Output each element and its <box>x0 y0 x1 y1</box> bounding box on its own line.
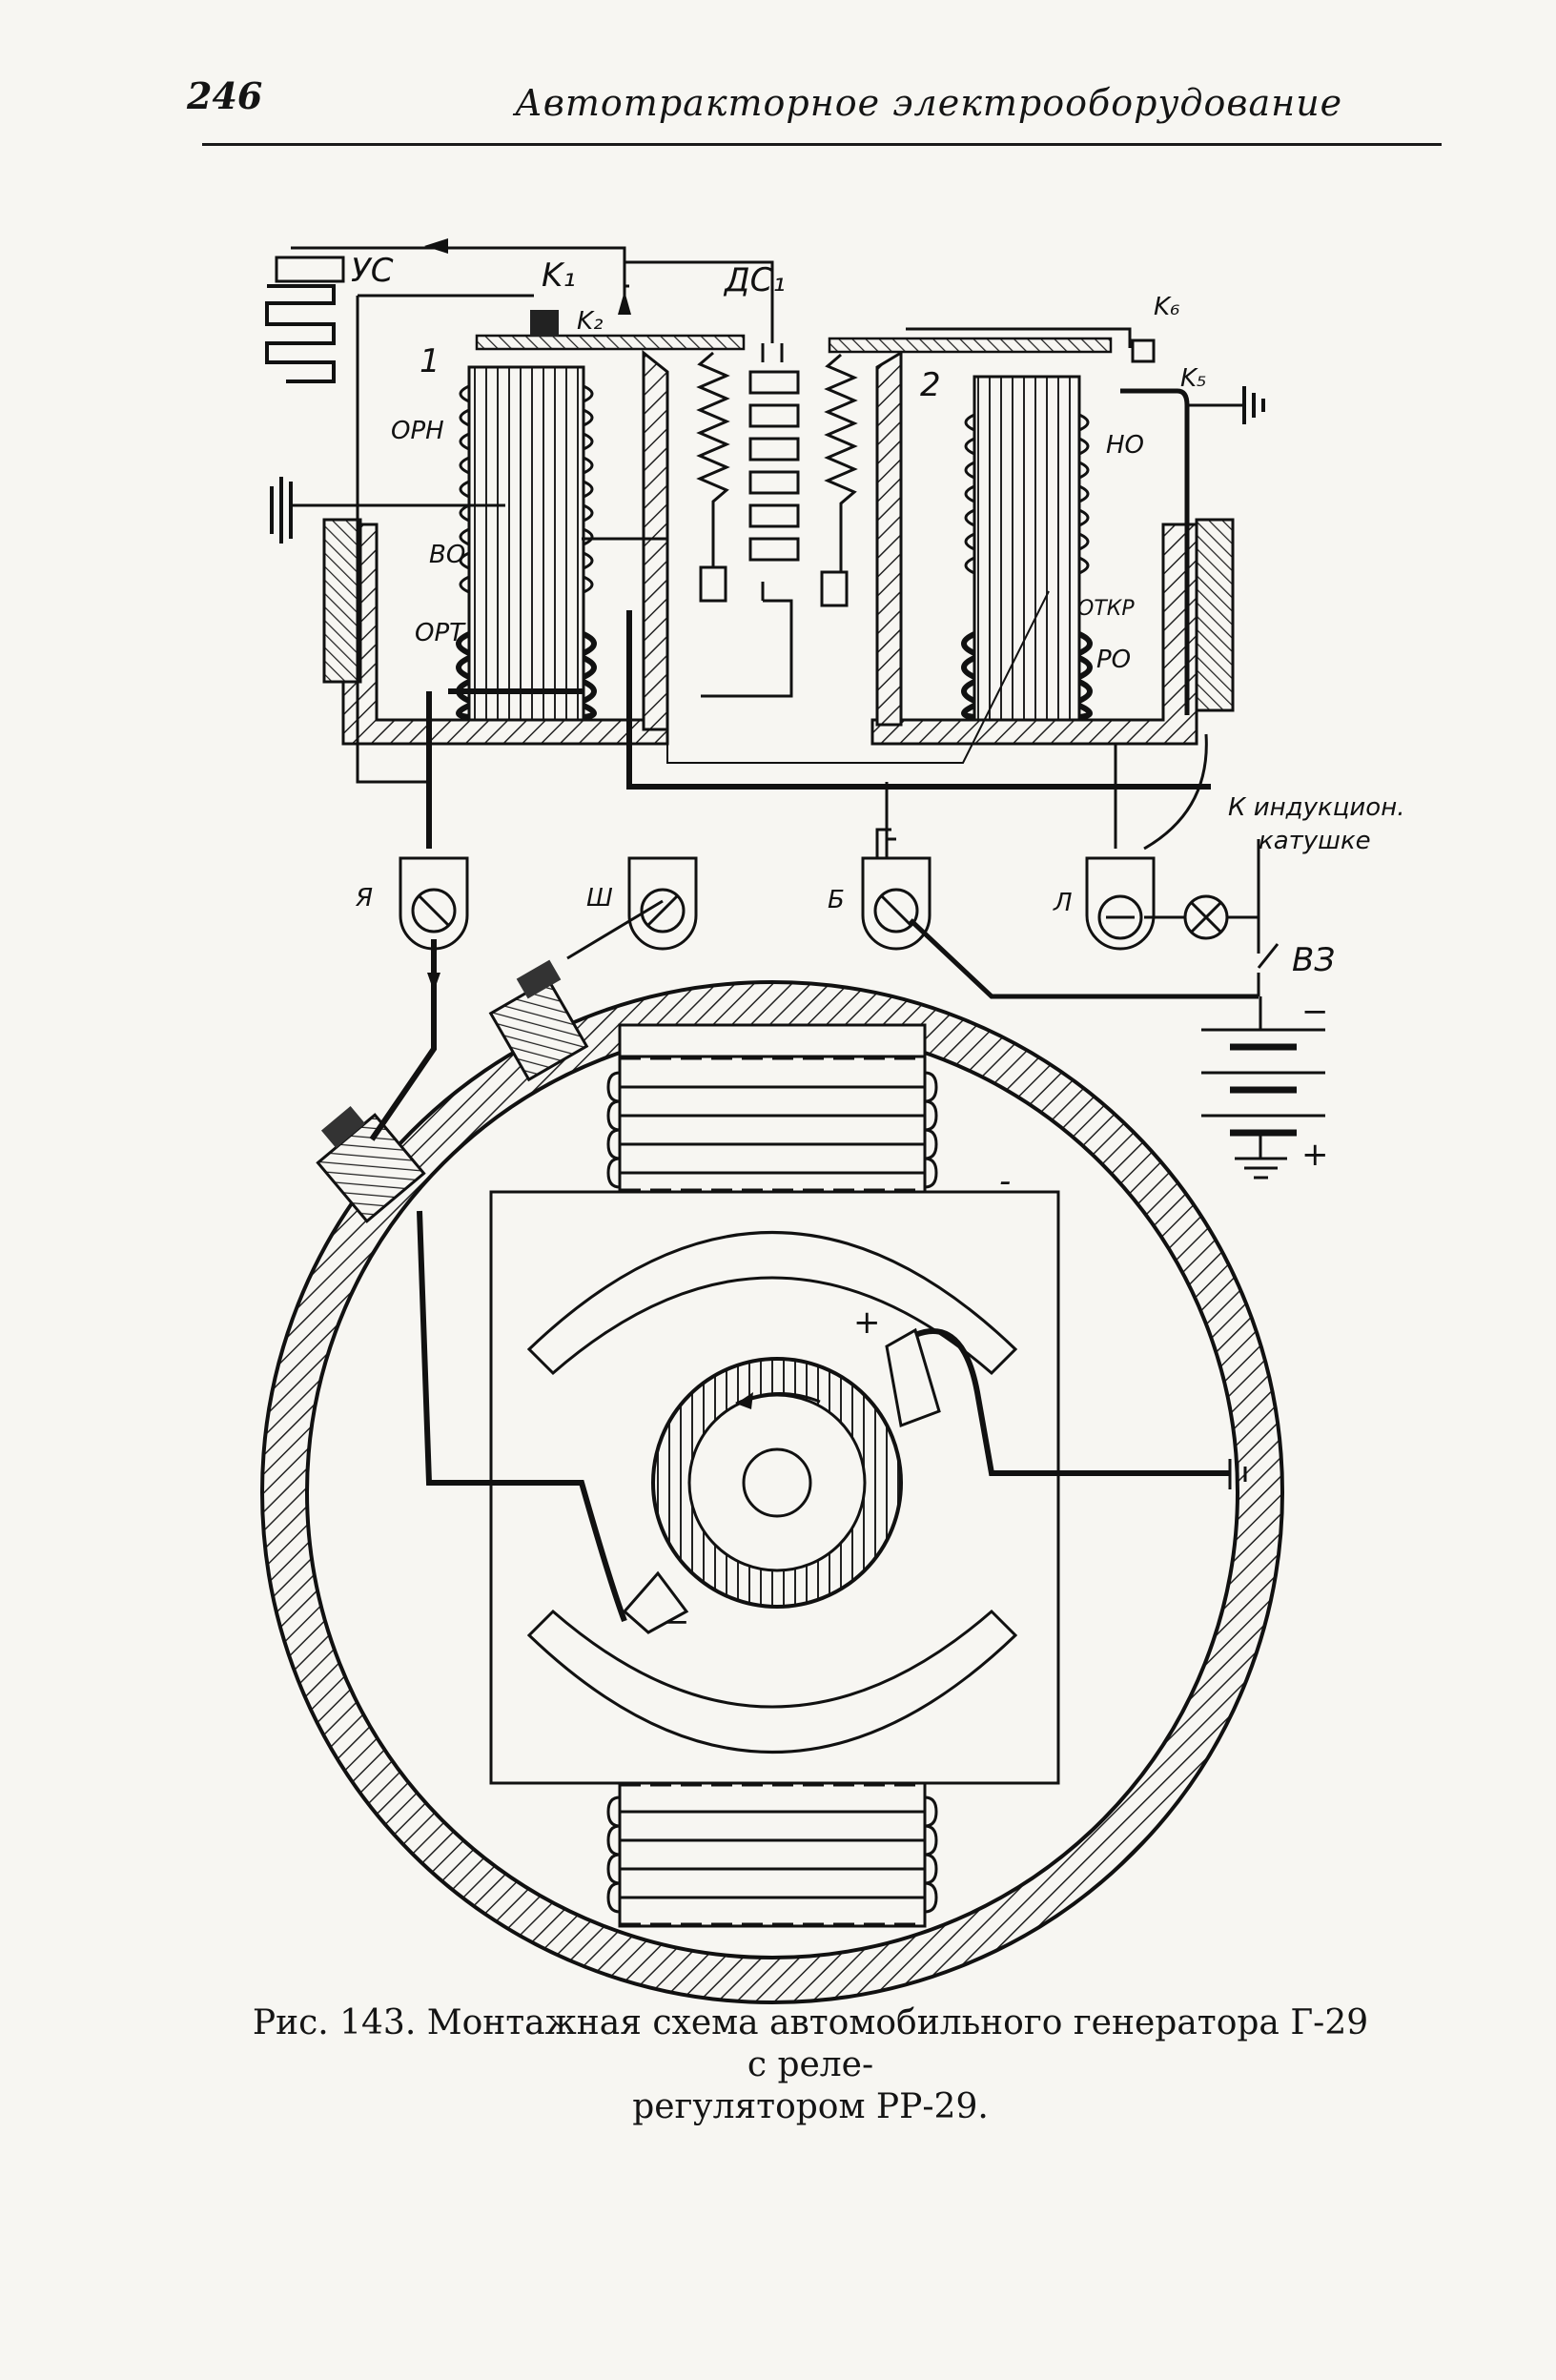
top-pole-core <box>618 1055 927 1194</box>
battery <box>1201 996 1325 1180</box>
regulator1-spring-screw <box>699 565 727 603</box>
brush-terminal-plus <box>488 959 589 1082</box>
field-lead-wire <box>913 1328 1230 1476</box>
label-ds1: ДС₁ <box>723 261 786 299</box>
label-vo: ВО <box>429 541 465 569</box>
contact-k1 <box>530 310 559 337</box>
field-minus-label: - <box>999 1162 1011 1200</box>
negative-brush <box>622 1570 689 1634</box>
generator: + − - <box>260 959 1284 2004</box>
label-k5: K₅ <box>1180 364 1206 393</box>
label-k6: K₆ <box>1154 293 1179 321</box>
label-ya: Я <box>355 884 373 913</box>
caption-line-1: Рис. 143. Монтажная схема автомобильного… <box>252 2003 1369 2084</box>
label-otkr: ОТКР <box>1077 597 1135 621</box>
wire-ya-to-brush <box>369 939 437 1141</box>
label-b: Б <box>828 886 845 914</box>
reverse-current-relay-2 <box>820 327 1265 746</box>
label-k2: K₂ <box>577 307 603 336</box>
label-sh: Ш <box>586 884 613 913</box>
relay2-spring <box>824 353 858 572</box>
ignition-switch-vz <box>1257 917 1280 996</box>
page-number: 246 <box>187 74 263 117</box>
left-mounting-strip <box>322 518 362 684</box>
regulator-wiring <box>291 238 1211 858</box>
label-relay-1: 1 <box>420 342 440 380</box>
terminal-sh[interactable] <box>627 856 698 951</box>
voltage-regulator-1 <box>265 256 746 746</box>
diagram-labels: УС K₁ K₂ ДС₁ K₆ K₅ 1 2 ОРН ВО ОРТ НО ОТК… <box>351 252 1404 1174</box>
label-vz: ВЗ <box>1292 941 1335 979</box>
positive-brush <box>885 1327 941 1428</box>
running-title: Автотракторное электрооборудование <box>515 82 1343 124</box>
regulator1-pole-bar <box>642 349 669 731</box>
regulator-ground-right-icon <box>1187 386 1265 424</box>
charge-lamp-cross <box>1190 901 1222 934</box>
label-ort: ОРТ <box>415 619 466 647</box>
bottom-pole-core <box>618 1781 927 1928</box>
contact-k6-arm <box>906 327 1132 348</box>
terminal-l[interactable] <box>1085 856 1156 951</box>
rotation-arrowhead-icon <box>736 1392 753 1409</box>
terminal-blocks <box>399 856 1156 951</box>
external-wiring <box>369 828 1280 1141</box>
resistor-us-winding <box>265 284 336 383</box>
contact-k6 <box>1131 339 1156 363</box>
regulator1-spring <box>696 351 730 567</box>
wire-sh-to-field <box>566 899 664 960</box>
label-orn: ОРН <box>391 417 444 445</box>
label-k-induct-1: К индукцион. <box>1228 793 1404 822</box>
caption-line-2: регулятором РР-29. <box>632 2087 989 2126</box>
figure-caption: Рис. 143. Монтажная схема автомобильного… <box>238 2002 1382 2128</box>
relay2-pole-bar <box>875 350 903 727</box>
label-no: НО <box>1106 431 1144 460</box>
ort-coil <box>456 631 597 720</box>
additional-resistor-us <box>275 256 345 283</box>
wire-b-relay <box>875 828 891 858</box>
bottom-field-coil <box>606 1783 938 1926</box>
brush-terminal-minus <box>316 1105 426 1223</box>
label-battery-plus: + <box>1301 1136 1329 1174</box>
no-coil <box>964 413 1090 575</box>
ro-coil <box>961 631 1093 720</box>
lower-pole-shoe <box>526 1609 1018 1754</box>
label-relay-2: 2 <box>920 366 941 404</box>
wire-lamp-to-switch <box>1227 839 1260 919</box>
label-battery-minus: − <box>1301 993 1329 1031</box>
right-mounting-strip <box>1195 518 1235 712</box>
label-ro: РО <box>1096 646 1131 674</box>
label-l: Л <box>1053 889 1073 917</box>
shaft <box>742 1447 812 1518</box>
label-us: УС <box>351 252 394 290</box>
brush-plus-label: + <box>853 1303 881 1342</box>
relay2-armature <box>828 337 1113 354</box>
resistor-ds1 <box>748 343 800 696</box>
wire-b-to-battery <box>909 918 1259 999</box>
orn-coil <box>459 384 594 594</box>
top-field-coil <box>606 1057 938 1192</box>
terminal-b[interactable] <box>861 856 932 951</box>
upper-pole-shoe <box>526 1231 1018 1376</box>
relay2-spring-screw <box>820 570 849 607</box>
label-k1: K₁ <box>542 256 576 295</box>
ground-wire <box>417 1210 627 1623</box>
relay-regulator <box>265 238 1265 858</box>
regulator1-armature <box>475 334 746 351</box>
header-rule <box>202 143 1442 146</box>
regulator1-core <box>467 365 585 722</box>
housing-ground-icon <box>1228 1459 1247 1489</box>
brush-minus-label: − <box>663 1603 690 1641</box>
wire-ya-arrow-icon <box>427 973 440 992</box>
regulator-ground-left-icon <box>270 477 505 544</box>
label-k-induct-2: катушке <box>1259 827 1371 855</box>
terminal-ya[interactable] <box>399 856 469 951</box>
relay2-core <box>972 375 1081 722</box>
